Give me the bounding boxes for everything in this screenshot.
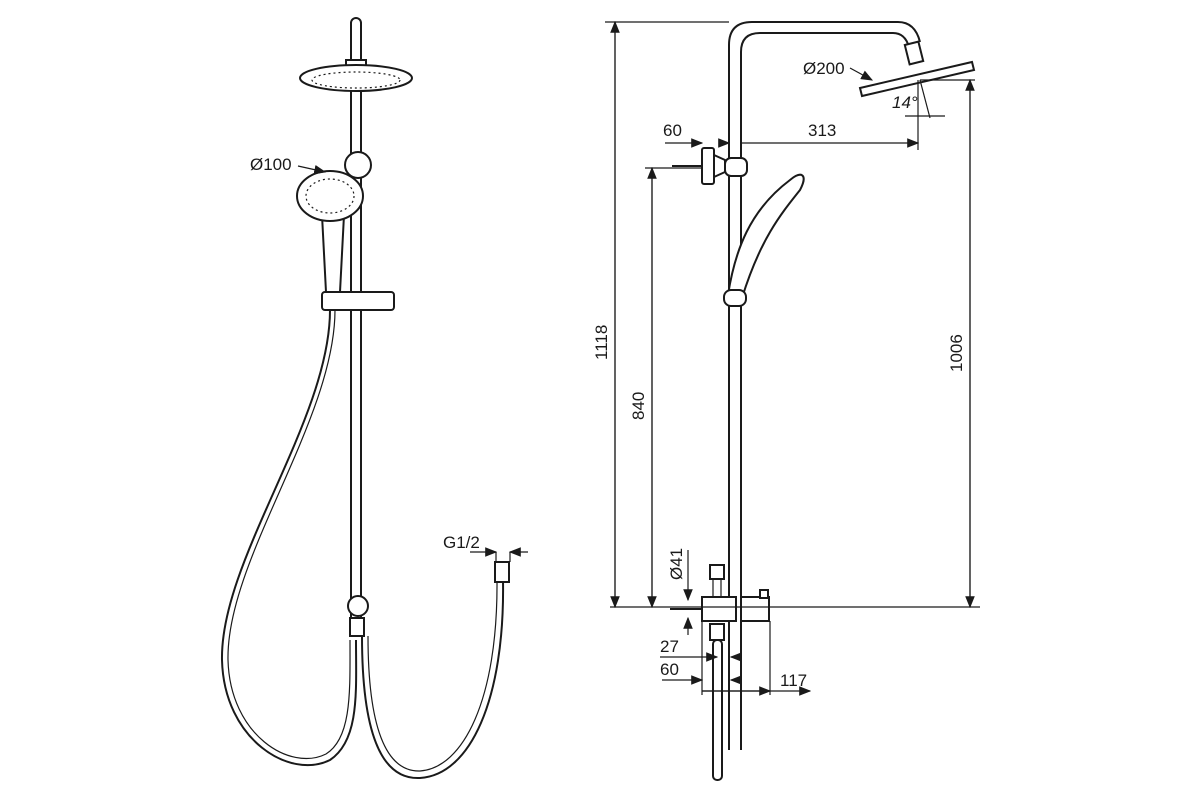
head-height-label: 1006 bbox=[947, 334, 966, 372]
inlet-diameter-label: Ø41 bbox=[667, 548, 686, 580]
front-view bbox=[220, 17, 528, 780]
total-height-label: 1118 bbox=[592, 325, 611, 360]
handshower-diameter-label: Ø100 bbox=[250, 155, 292, 174]
shower-arm-joint bbox=[903, 40, 925, 66]
hose bbox=[220, 309, 358, 766]
g12-connector bbox=[494, 561, 510, 583]
wall-bracket bbox=[344, 151, 372, 179]
slider bbox=[321, 291, 395, 311]
hand-shower-side bbox=[723, 173, 805, 307]
head-tilt-label: 14° bbox=[892, 93, 918, 112]
diverter-valve bbox=[347, 595, 369, 617]
head-diameter-label: Ø200 bbox=[803, 59, 845, 78]
inlet-offset-label: 27 bbox=[660, 637, 679, 656]
hose-connection-label: G1/2 bbox=[443, 533, 480, 552]
overhead-shower-head bbox=[299, 59, 413, 92]
mixer-width-label: 117 bbox=[780, 671, 807, 690]
arm-reach-label: 313 bbox=[808, 121, 836, 140]
mixer-depth-label: 60 bbox=[660, 660, 679, 679]
bracket-height-label: 840 bbox=[629, 392, 648, 420]
shower-rail bbox=[350, 17, 362, 631]
wall-bracket-side bbox=[672, 147, 748, 185]
side-view bbox=[605, 20, 980, 781]
hand-shower bbox=[296, 170, 364, 293]
hose-lower bbox=[361, 579, 505, 780]
bracket-depth-label: 60 bbox=[663, 121, 682, 140]
mixer bbox=[670, 564, 770, 781]
overhead-shower-head-side bbox=[858, 60, 976, 98]
